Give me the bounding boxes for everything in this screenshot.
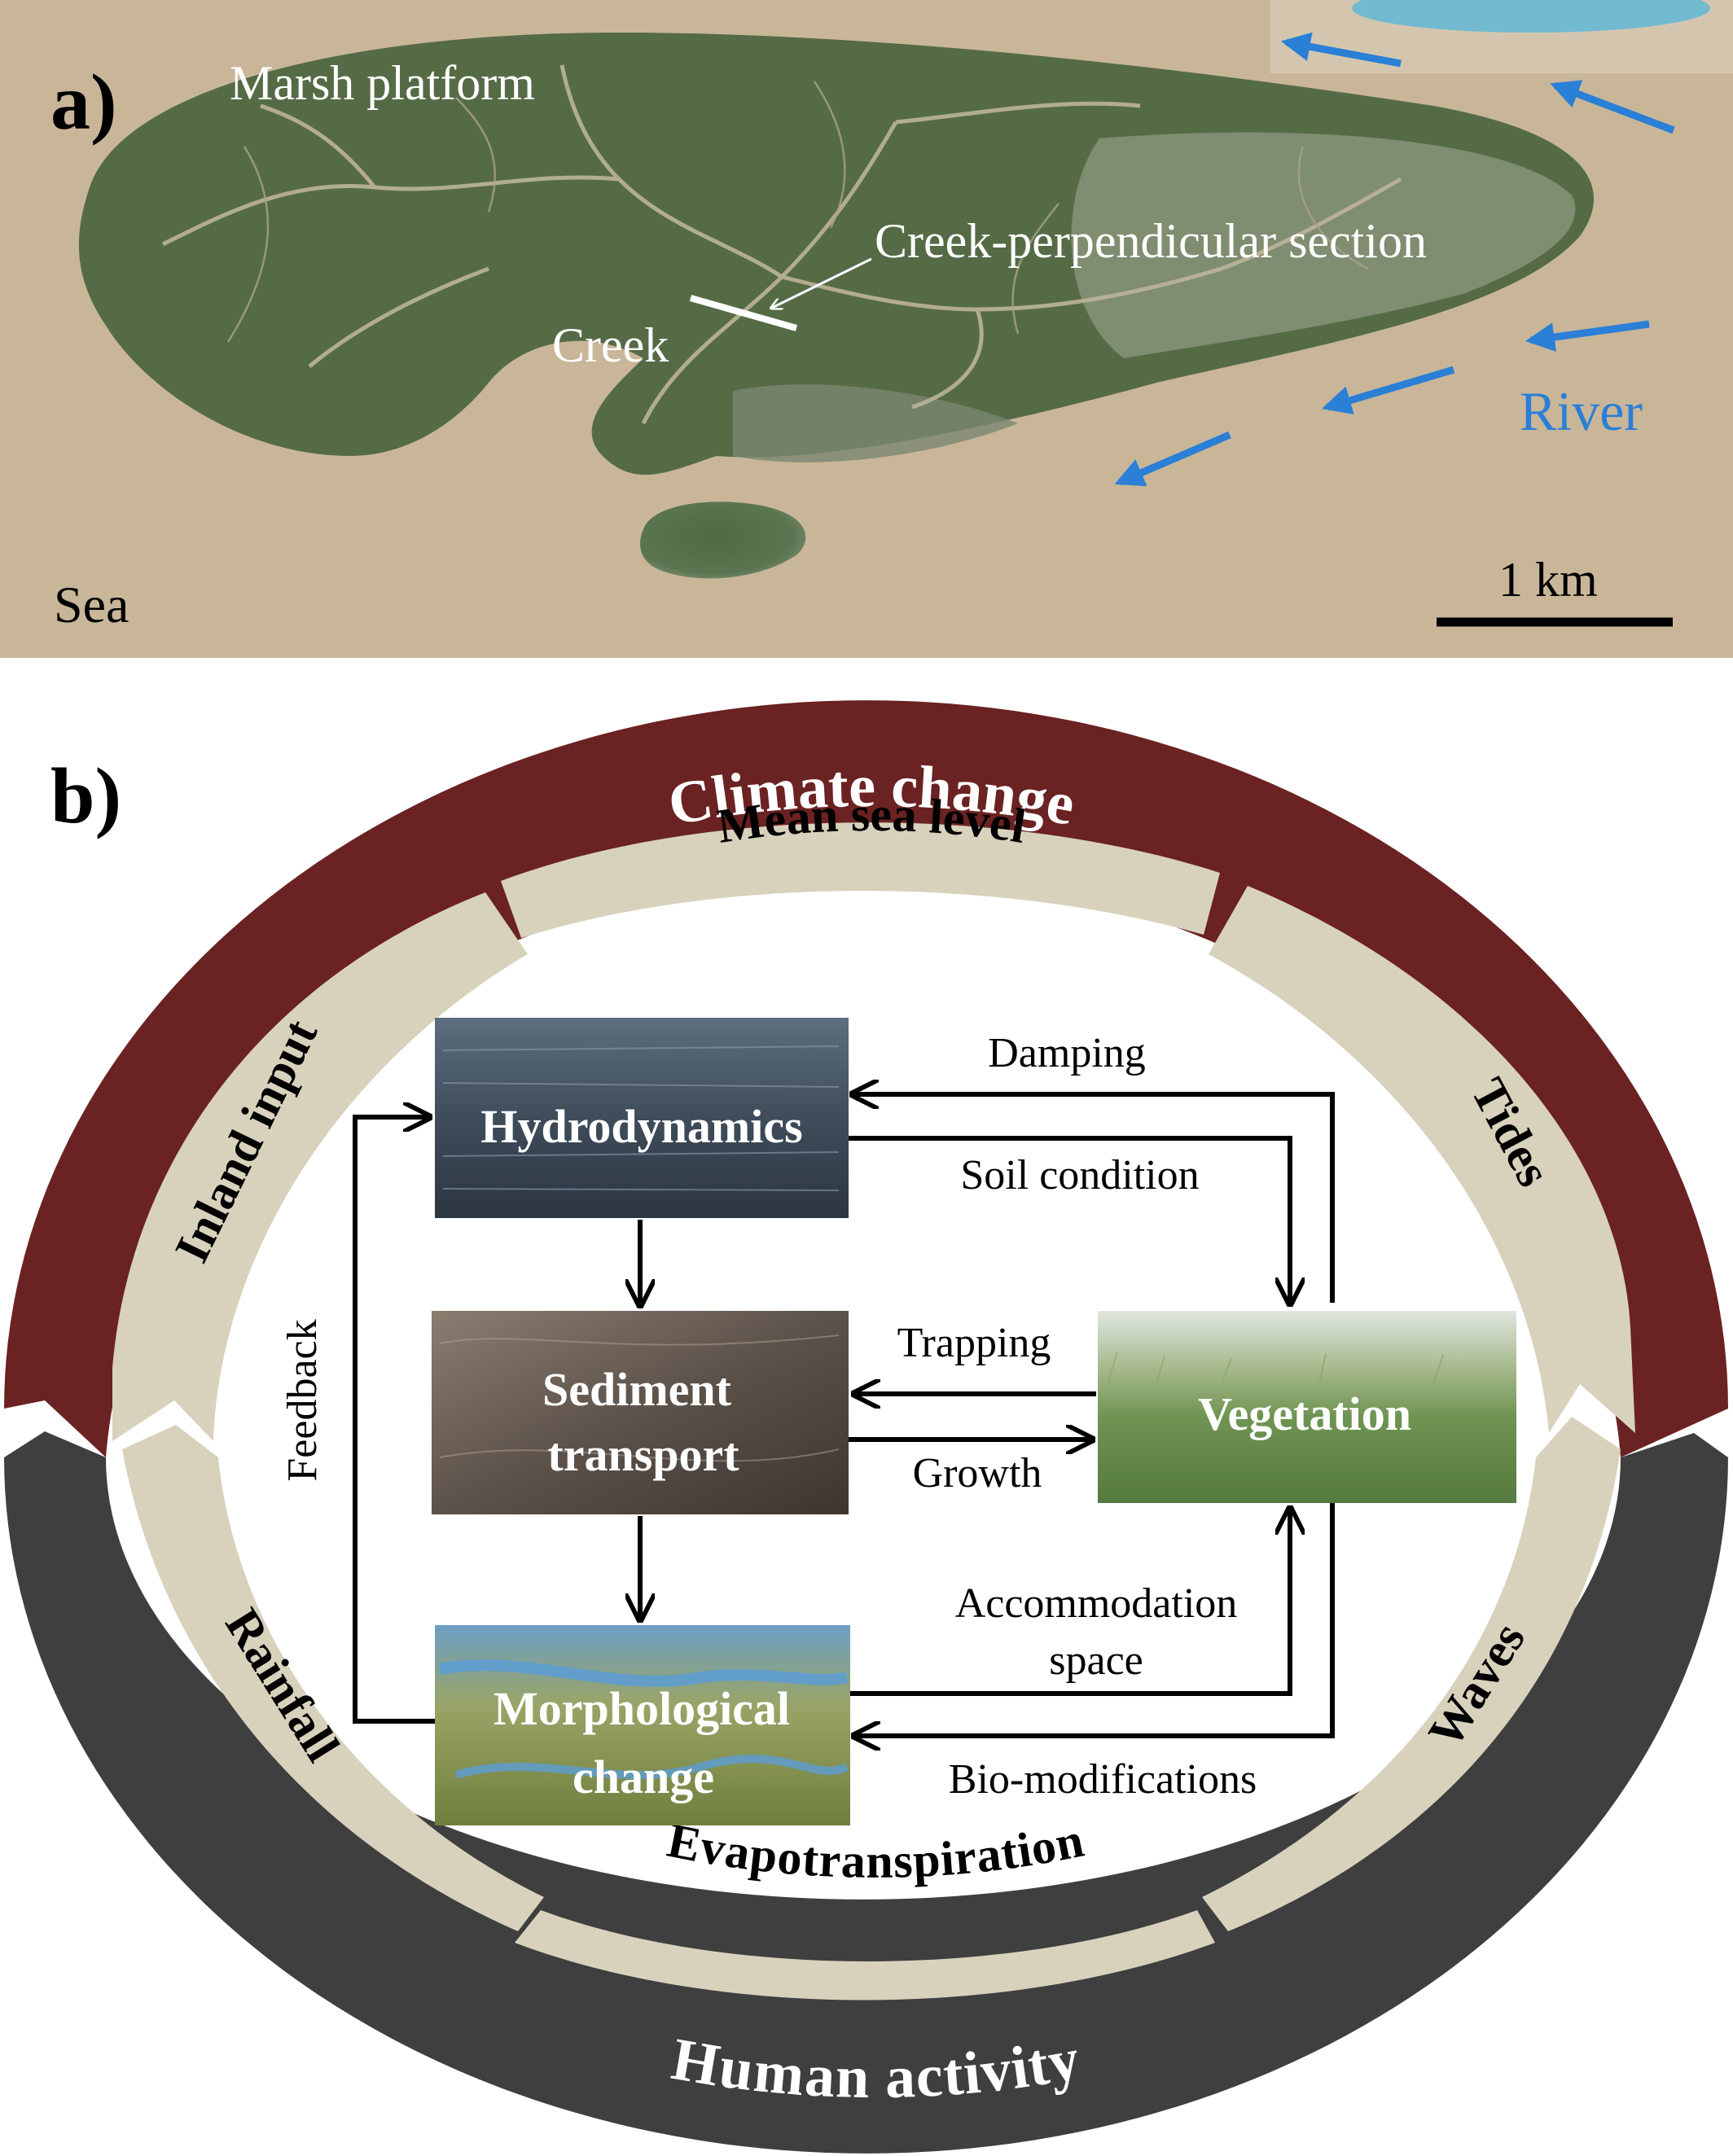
hydrodynamics-label: Hydrodynamics: [480, 1100, 802, 1153]
river-arrow: [1550, 80, 1675, 134]
evapotranspiration-segment: [515, 1910, 1215, 2000]
creek-section-label: Creek-perpendicular section: [875, 214, 1427, 268]
feedback-label: Feedback: [279, 1319, 326, 1481]
small-island: [640, 502, 806, 579]
scale-label: 1 km: [1498, 553, 1598, 607]
damping-arrow: [855, 1094, 1335, 1303]
river-label: River: [1520, 380, 1643, 442]
river-arrow: [1114, 431, 1231, 487]
bio-modifications-label: Bio-modifications: [949, 1756, 1257, 1803]
accommodation-label-line2: space: [1049, 1637, 1143, 1684]
creek-label: Creek: [552, 318, 669, 372]
creek-section-line: [689, 295, 798, 331]
growth-label: Growth: [913, 1450, 1042, 1496]
morph-label-line1: Morphological: [494, 1682, 790, 1735]
feedback-arrow: [353, 1117, 435, 1724]
river-arrow: [1525, 320, 1650, 352]
damping-label: Damping: [988, 1030, 1146, 1076]
accommodation-label-line1: Accommodation: [955, 1580, 1238, 1627]
waves-segment: [1202, 1417, 1621, 1931]
feedback-arrows: [353, 1094, 1335, 1736]
panel-a-label: a): [50, 59, 117, 147]
trapping-label: Trapping: [897, 1320, 1051, 1366]
creek-section-pointer: [772, 257, 872, 308]
river-flow-arrows: [1114, 32, 1675, 487]
sediment-transport-box: Sediment transport: [432, 1311, 849, 1514]
climate-change-band: [4, 700, 1728, 1457]
tides-segment: [1209, 886, 1635, 1433]
rainfall-segment: [122, 1425, 544, 1931]
panel-a-photo: a) Marsh platform Creek-perpendicular se…: [0, 0, 1733, 658]
bio-modifications-arrow: [857, 1503, 1335, 1736]
sea-label: Sea: [54, 576, 129, 633]
morphological-change-box: Morphological change: [435, 1625, 850, 1825]
river-arrow: [1280, 32, 1402, 68]
human-activity-band: [4, 1431, 1728, 2154]
creek-network: [161, 64, 1402, 425]
soil-condition-label: Soil condition: [960, 1152, 1199, 1199]
mean-sea-level-segment: [501, 822, 1220, 938]
vegetation-label: Vegetation: [1198, 1387, 1411, 1440]
inner-ring: [112, 822, 1635, 2000]
accommodation-space-arrow: [850, 1511, 1290, 1696]
marsh-platform-label: Marsh platform: [230, 56, 535, 110]
sediment-label-line2: transport: [547, 1428, 739, 1481]
inland-input-segment: [112, 892, 528, 1441]
panel-b-label: b): [50, 752, 121, 840]
vegetation-box: Vegetation: [1098, 1311, 1516, 1503]
river-arrow: [1322, 366, 1455, 415]
soil-condition-arrow: [849, 1136, 1290, 1301]
morph-label-line2: change: [573, 1751, 714, 1803]
panel-b-diagram: Climate change Mean sea level Human acti…: [4, 700, 1728, 2154]
hydrodynamics-box: Hydrodynamics: [435, 1018, 849, 1218]
sediment-label-line1: Sediment: [542, 1363, 732, 1416]
